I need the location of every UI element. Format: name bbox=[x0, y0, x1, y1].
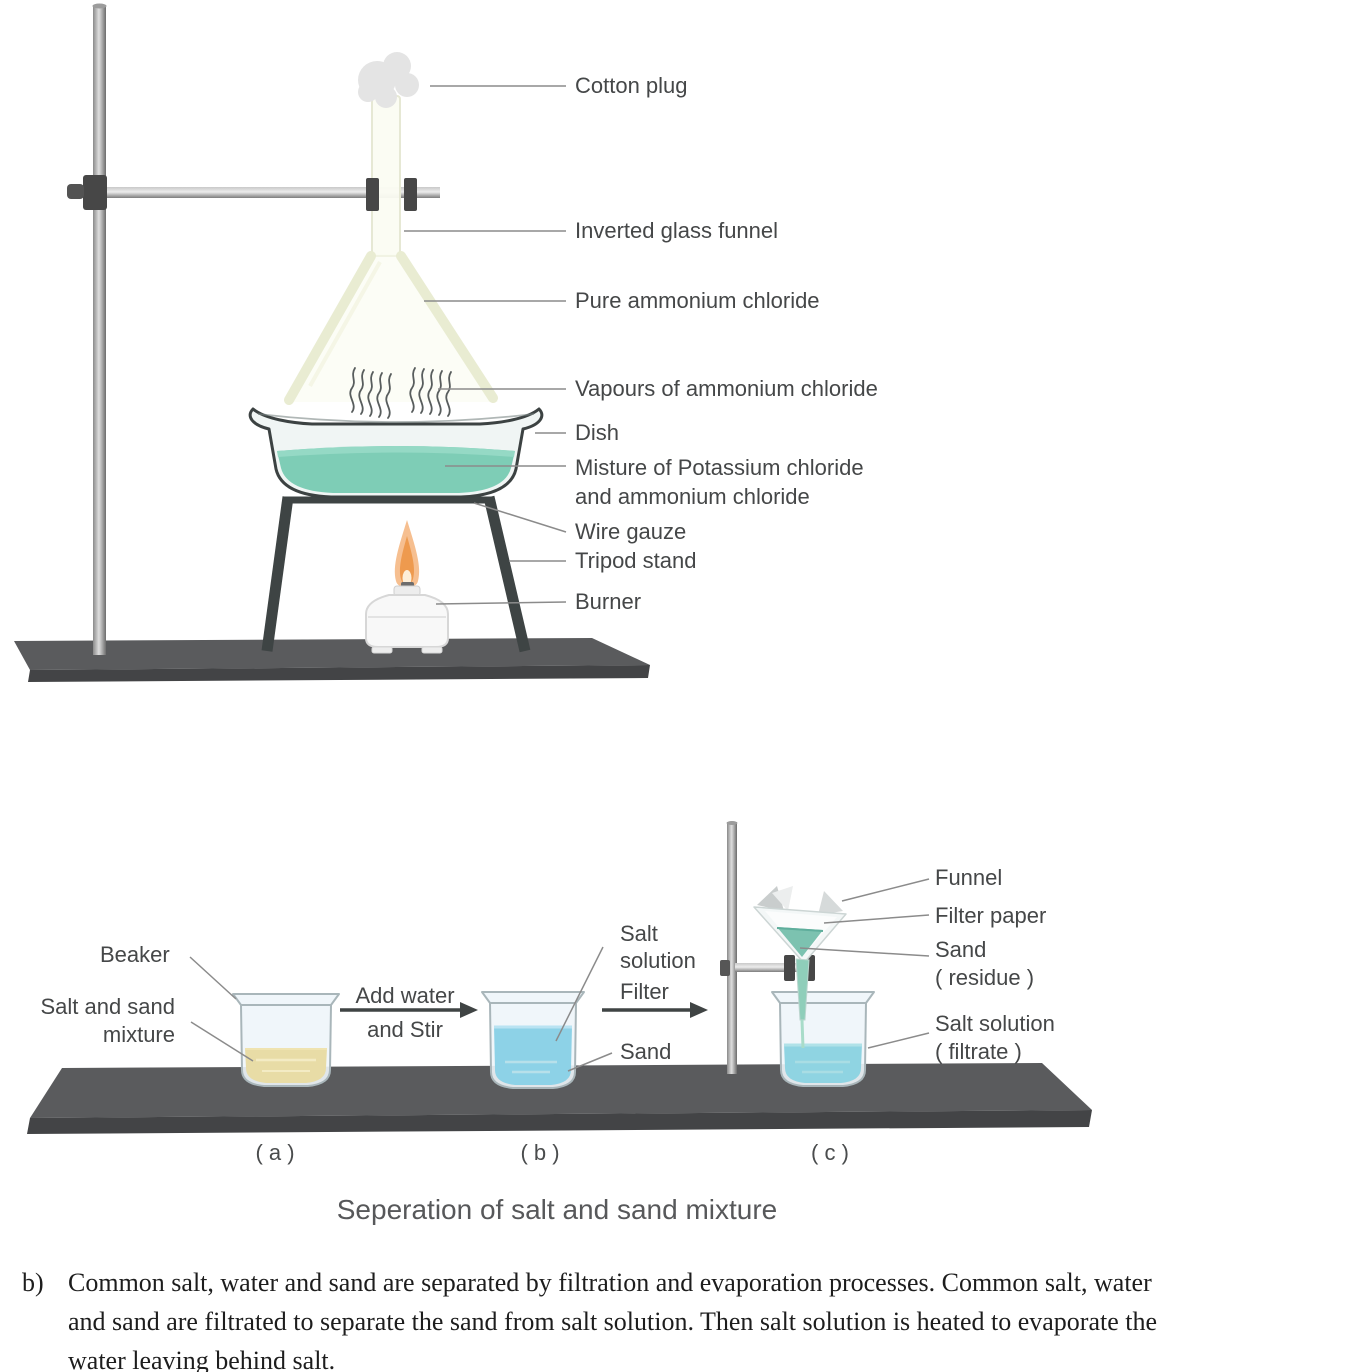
bottom-leader-lines bbox=[189, 878, 930, 1072]
label-funnel: Funnel bbox=[935, 865, 1003, 890]
filtrate-liquid bbox=[784, 1044, 862, 1083]
cotton-plug bbox=[358, 52, 419, 108]
inverted-glass-funnel bbox=[284, 95, 498, 405]
filtrate-stream bbox=[800, 1019, 805, 1049]
salt-sand-mixture bbox=[245, 1048, 327, 1083]
workbench-top bbox=[14, 638, 650, 682]
body-paragraph-line: water leaving behind salt. bbox=[68, 1346, 336, 1372]
label-add-water: Add water bbox=[355, 983, 455, 1008]
bench-front-face bbox=[28, 665, 650, 682]
vapour-lines bbox=[349, 367, 452, 419]
list-item-marker: b) bbox=[22, 1268, 44, 1297]
filter-paper-corner bbox=[818, 891, 843, 915]
bench-top-face bbox=[14, 638, 650, 670]
label-inverted-glass-funnel: Inverted glass funnel bbox=[575, 218, 779, 243]
panel-label-b: ( b ) bbox=[520, 1140, 560, 1165]
panel-label-a: ( a ) bbox=[255, 1140, 295, 1165]
evaporating-dish bbox=[248, 407, 544, 499]
beaker-c bbox=[771, 991, 875, 1087]
label-tripod-stand: Tripod stand bbox=[575, 548, 697, 573]
stand-rod bbox=[93, 5, 106, 655]
label-mixture: Misture of Potassium chloride and ammoni… bbox=[575, 455, 864, 509]
salt-solution-liquid bbox=[494, 1026, 572, 1085]
label-and-stir: and Stir bbox=[367, 1017, 443, 1042]
body-paragraph-line: and sand are filtrated to separate the s… bbox=[68, 1307, 1158, 1336]
add-water-arrow bbox=[340, 1002, 478, 1018]
label-filter-paper: Filter paper bbox=[935, 903, 1047, 928]
label-sand: Sand bbox=[620, 1039, 672, 1064]
dish-liquid-surface bbox=[277, 446, 515, 457]
filter-funnel bbox=[753, 886, 847, 1049]
top-leader-lines bbox=[404, 85, 567, 605]
filter-arrow bbox=[602, 1002, 708, 1018]
label-salt-solution: Salt solution bbox=[620, 921, 696, 973]
tube-clamp-right bbox=[404, 178, 417, 211]
tripod-stand bbox=[261, 495, 531, 653]
beaker-a bbox=[232, 993, 340, 1087]
label-filter: Filter bbox=[620, 979, 669, 1004]
burner-body bbox=[365, 594, 449, 648]
dish-liquid bbox=[277, 446, 515, 493]
funnel-cone bbox=[288, 254, 498, 402]
sand-residue bbox=[777, 927, 823, 957]
bench-front-face bbox=[27, 1110, 1092, 1134]
label-salt-sand-mixture: Salt and sand mixture bbox=[40, 994, 175, 1047]
label-pure-ammonium-chloride: Pure ammonium chloride bbox=[575, 288, 820, 313]
flame-inner bbox=[399, 536, 415, 585]
tube-clamp-left bbox=[366, 178, 379, 211]
retort-stand bbox=[67, 3, 440, 655]
stand-clamp bbox=[83, 175, 107, 210]
funnel-stem-tube bbox=[371, 95, 401, 257]
burner bbox=[365, 520, 449, 654]
label-beaker: Beaker bbox=[100, 942, 170, 967]
beaker-b bbox=[481, 991, 585, 1089]
label-cotton-plug: Cotton plug bbox=[575, 73, 688, 98]
panel-label-c: ( c ) bbox=[811, 1140, 849, 1165]
filter-stand-rod bbox=[727, 822, 737, 1074]
funnel-stem bbox=[795, 958, 810, 1021]
figure-caption: Seperation of salt and sand mixture bbox=[336, 1194, 778, 1225]
body-paragraph-line: Common salt, water and sand are separate… bbox=[68, 1268, 1152, 1297]
stand-crossbar bbox=[86, 187, 440, 198]
funnel-clamp-left bbox=[784, 955, 795, 981]
clamp-knob bbox=[67, 184, 84, 199]
label-wire-gauze: Wire gauze bbox=[575, 519, 687, 544]
label-vapours: Vapours of ammonium chloride bbox=[575, 376, 878, 401]
label-burner: Burner bbox=[575, 589, 642, 614]
label-dish: Dish bbox=[575, 420, 620, 445]
filter-clamp-bar bbox=[735, 963, 799, 972]
label-salt-solution-filtrate: Salt solution ( filtrate ) bbox=[935, 1011, 1055, 1064]
label-sand-residue: Sand ( residue ) bbox=[935, 937, 1035, 990]
